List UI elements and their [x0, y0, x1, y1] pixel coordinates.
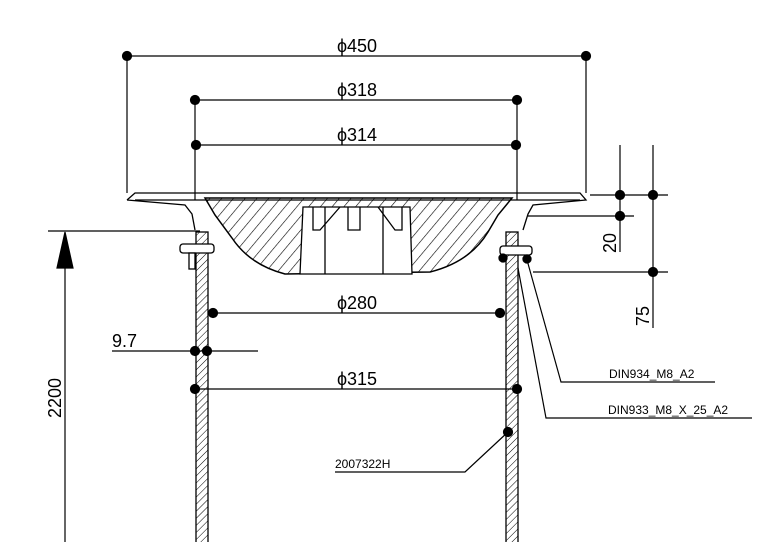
label-height: 2200	[45, 378, 65, 418]
odour-trap	[299, 206, 413, 275]
dimension-d450	[121, 50, 592, 193]
callout-pipe-leader	[335, 426, 514, 473]
bolt-right	[498, 245, 533, 264]
label-flange: 20	[600, 233, 620, 253]
callout-pipe: 2007322H	[335, 457, 390, 471]
callout-bolt: DIN933_M8_X_25_A2	[608, 403, 728, 417]
bolt-left	[179, 243, 215, 270]
label-offset: 75	[633, 306, 653, 326]
label-d318: ϕ318	[337, 80, 377, 100]
label-d314: ϕ314	[337, 125, 377, 145]
label-d450: ϕ450	[337, 36, 377, 56]
dimension-d280	[207, 307, 506, 319]
dimension-height	[48, 230, 200, 542]
dimension-wall	[112, 345, 258, 357]
label-d315: ϕ315	[337, 369, 377, 389]
dimension-d314	[190, 139, 522, 151]
label-d280: ϕ280	[337, 293, 377, 313]
callout-nut: DIN934_M8_A2	[609, 367, 695, 381]
dimension-d318	[189, 94, 523, 200]
label-wall: 9.7	[112, 331, 137, 351]
callout-leaders	[517, 259, 752, 419]
dimension-right	[528, 145, 668, 328]
dimension-d315	[189, 383, 523, 395]
